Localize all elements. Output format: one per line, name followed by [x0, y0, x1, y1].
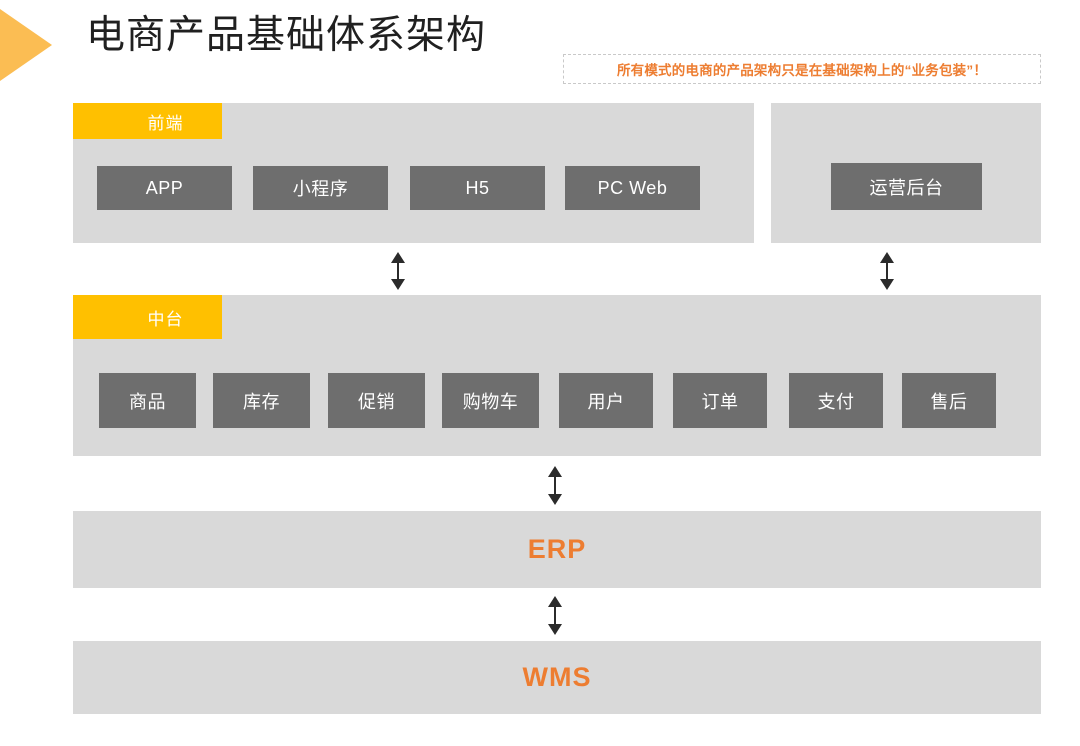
middle-platform-layer-label: 中台: [147, 309, 184, 329]
module-promotion[interactable]: 促销: [328, 373, 425, 428]
system-bar-erp[interactable]: ERP: [73, 511, 1041, 588]
arrow-head-down-icon: [391, 279, 405, 290]
module-label: PC Web: [597, 177, 668, 198]
module-product[interactable]: 商品: [99, 373, 196, 428]
connector-shaft: [554, 472, 556, 499]
module-shopping-cart[interactable]: 购物车: [442, 373, 539, 428]
module-label: 售后: [930, 391, 968, 412]
module-label: 商品: [129, 391, 166, 412]
connector-erp-to-wms: [547, 596, 563, 635]
frontend-layer-label: 前端: [147, 113, 184, 133]
arrow-head-up-icon: [880, 252, 894, 263]
module-label: 小程序: [292, 179, 349, 199]
arrow-head-down-icon: [548, 494, 562, 505]
module-label: 运营后台: [869, 177, 944, 198]
module-label: 支付: [817, 391, 855, 412]
callout-text: 所有模式的电商的产品架构只是在基础架构上的“业务包装”！: [616, 63, 988, 78]
module-label: APP: [145, 177, 184, 198]
module-label: 订单: [701, 391, 739, 412]
module-label: 用户: [587, 391, 625, 412]
callout-box: 所有模式的电商的产品架构只是在基础架构上的“业务包装”！: [563, 54, 1041, 84]
module-after-sales[interactable]: 售后: [902, 373, 996, 428]
connector-shaft: [397, 258, 399, 284]
connector-frontend-to-middle: [390, 252, 406, 290]
frontend-layer-tab: 前端: [73, 103, 222, 139]
system-bar-wms[interactable]: WMS: [73, 641, 1041, 714]
arrow-head-up-icon: [548, 596, 562, 607]
module-inventory[interactable]: 库存: [213, 373, 310, 428]
page-title: 电商产品基础体系架构: [86, 14, 487, 57]
connector-admin-to-middle: [879, 252, 895, 290]
module-label: 促销: [358, 391, 395, 412]
module-mini-program[interactable]: 小程序: [253, 166, 388, 210]
system-label-wms: WMS: [522, 662, 592, 692]
module-label: 购物车: [462, 391, 519, 412]
module-payment[interactable]: 支付: [789, 373, 883, 428]
module-user[interactable]: 用户: [559, 373, 653, 428]
module-pc-web[interactable]: PC Web: [565, 166, 700, 210]
module-order[interactable]: 订单: [673, 373, 767, 428]
connector-shaft: [886, 258, 888, 284]
module-label: H5: [465, 177, 490, 198]
arrow-head-down-icon: [880, 279, 894, 290]
arrow-head-up-icon: [391, 252, 405, 263]
module-h5[interactable]: H5: [410, 166, 545, 210]
system-label-erp: ERP: [527, 534, 587, 564]
corner-triangle-decoration: [0, 9, 52, 81]
arrow-head-down-icon: [548, 624, 562, 635]
arrow-head-up-icon: [548, 466, 562, 477]
module-operations-admin[interactable]: 运营后台: [831, 163, 982, 210]
connector-middle-to-erp: [547, 466, 563, 505]
connector-shaft: [554, 602, 556, 629]
module-app[interactable]: APP: [97, 166, 232, 210]
module-label: 库存: [243, 391, 280, 412]
middle-platform-layer-tab: 中台: [73, 295, 222, 339]
